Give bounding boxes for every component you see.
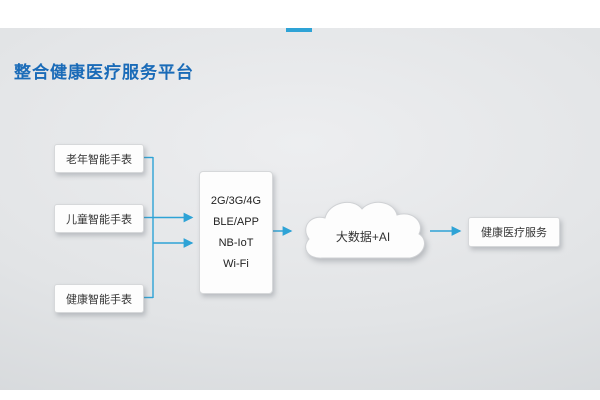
- source-box-elderly-watch: 老年智能手表: [54, 144, 144, 173]
- source-box-label: 健康智能手表: [66, 293, 132, 306]
- source-box-label: 老年智能手表: [66, 153, 132, 166]
- hub-line-wifi: Wi-Fi: [223, 258, 249, 270]
- service-box-label: 健康医疗服务: [481, 227, 547, 239]
- connectivity-hub-box: 2G/3G/4G BLE/APP NB-IoT Wi-Fi: [199, 171, 273, 294]
- source-box-children-watch: 儿童智能手表: [54, 204, 144, 233]
- service-box: 健康医疗服务: [468, 217, 560, 247]
- hub-line-nb-iot: NB-IoT: [218, 237, 254, 249]
- slide-title: 整合健康医疗服务平台: [14, 63, 194, 82]
- cloud-label: 大数据+AI: [335, 230, 391, 244]
- source-box-health-watch: 健康智能手表: [54, 284, 144, 313]
- top-accent-bar: [286, 28, 312, 32]
- hub-line-cellular: 2G/3G/4G: [210, 195, 262, 207]
- source-box-label: 儿童智能手表: [66, 213, 132, 226]
- hub-line-ble-app: BLE/APP: [213, 216, 259, 228]
